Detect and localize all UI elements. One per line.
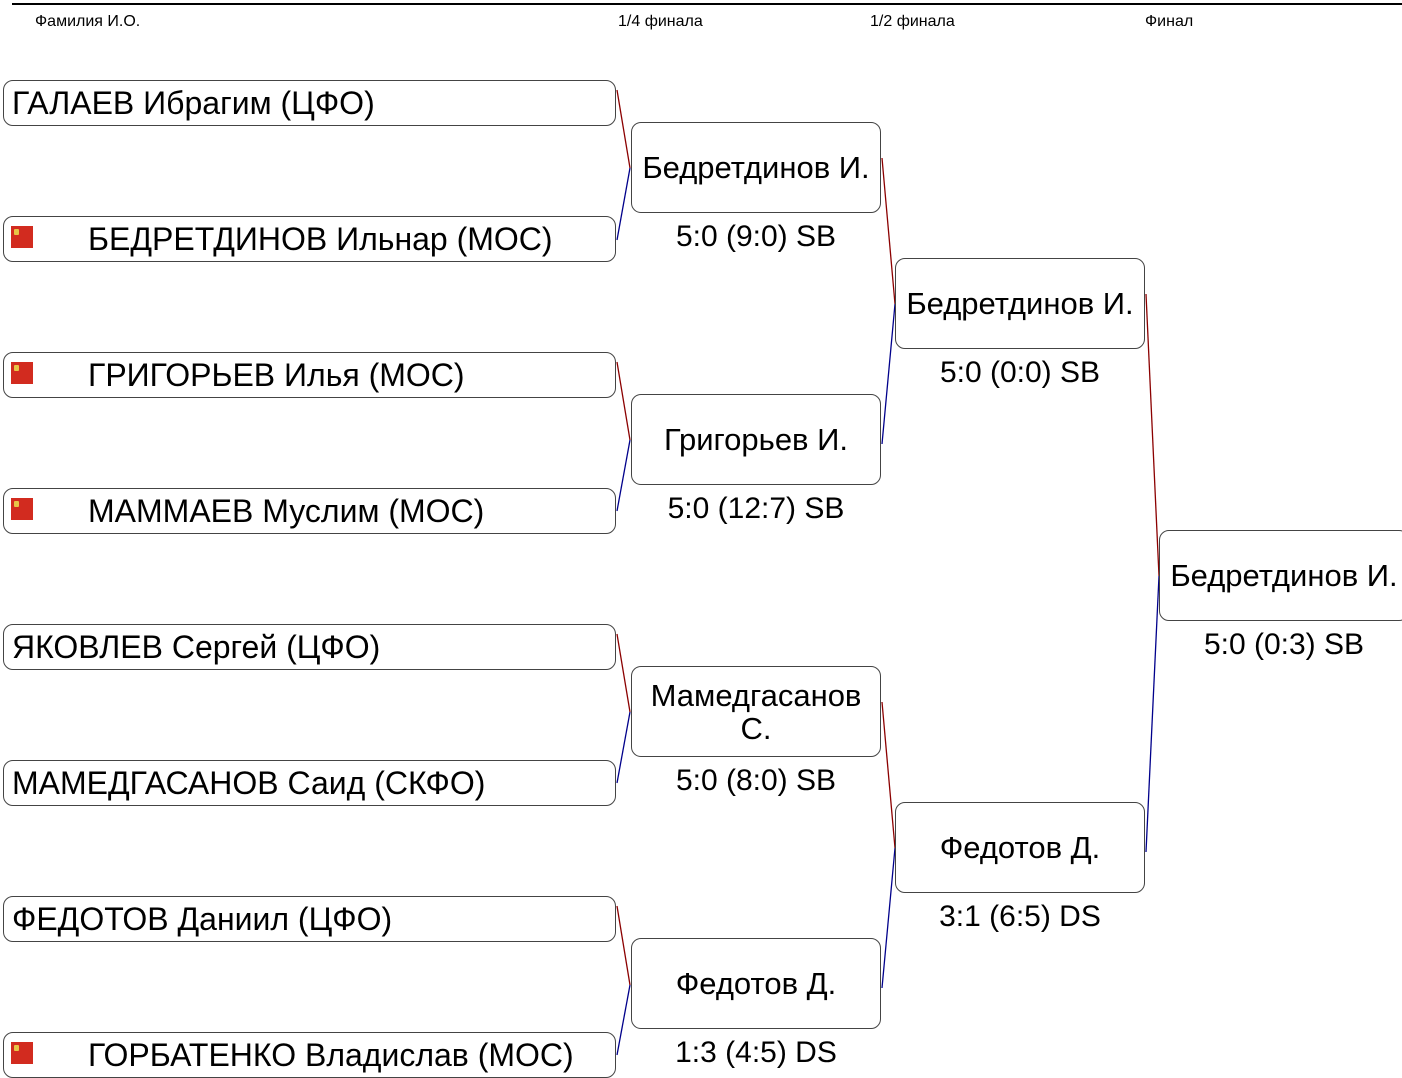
- connector-line: [616, 89, 631, 169]
- connector-line: [616, 167, 631, 241]
- header-rule: [12, 3, 1402, 5]
- competitor-name: ГРИГОРЬЕВ Илья (МОС): [88, 356, 465, 393]
- final-score: 5:0 (0:3) SB: [1203, 628, 1365, 661]
- quarterfinal-score-1: 5:0 (9:0) SB: [675, 220, 837, 253]
- competitor-name: ГОРБАТЕНКО Владислав (МОС): [88, 1036, 574, 1073]
- header-name: Фамилия И.О.: [35, 13, 141, 30]
- header-semifinal: 1/2 финала: [870, 13, 955, 30]
- competitor-1: ГАЛАЕВ Ибрагим (ЦФО): [3, 80, 616, 126]
- moscow-region-flag-icon: [11, 362, 33, 384]
- connector-line: [616, 984, 631, 1056]
- quarterfinal-winner-3: Мамедгасанов С.: [631, 666, 881, 757]
- connector-line: [881, 701, 896, 849]
- competitor-name: БЕДРЕТДИНОВ Ильнар (МОС): [88, 220, 553, 257]
- connector-line: [616, 361, 631, 441]
- quarterfinal-score-4: 1:3 (4:5) DS: [675, 1036, 837, 1069]
- connector-line: [616, 439, 631, 512]
- moscow-region-flag-icon: [11, 1042, 33, 1064]
- competitor-name: ФЕДОТОВ Даниил (ЦФО): [12, 900, 393, 937]
- quarterfinal-winner-2: Григорьев И.: [631, 394, 881, 485]
- connector-line: [881, 157, 896, 305]
- competitor-name: МАМЕДГАСАНОВ Саид (СКФО): [12, 764, 486, 801]
- competitor-4: МАММАЕВ Муслим (МОС): [3, 488, 616, 534]
- competitor-3: ГРИГОРЬЕВ Илья (МОС): [3, 352, 616, 398]
- quarterfinal-score-3: 5:0 (8:0) SB: [675, 764, 837, 797]
- quarterfinal-winner-4: Федотов Д.: [631, 938, 881, 1029]
- moscow-region-flag-icon: [11, 498, 33, 520]
- final-winner: Бедретдинов И.: [1159, 530, 1402, 621]
- connector-line: [881, 303, 896, 445]
- header-quarterfinal: 1/4 финала: [618, 13, 703, 30]
- semifinal-score-2: 3:1 (6:5) DS: [939, 900, 1101, 933]
- competitor-7: ФЕДОТОВ Даниил (ЦФО): [3, 896, 616, 942]
- connector-line: [1145, 293, 1160, 577]
- header-final: Финал: [1145, 13, 1194, 30]
- competitor-8: ГОРБАТЕНКО Владислав (МОС): [3, 1032, 616, 1078]
- connector-line: [616, 711, 631, 784]
- quarterfinal-winner-1: Бедретдинов И.: [631, 122, 881, 213]
- competitor-name: ЯКОВЛЕВ Сергей (ЦФО): [12, 628, 381, 665]
- quarterfinal-score-2: 5:0 (12:7) SB: [667, 492, 845, 525]
- connector-line: [1145, 575, 1160, 853]
- competitor-2: БЕДРЕТДИНОВ Ильнар (МОС): [3, 216, 616, 262]
- competitor-name: МАММАЕВ Муслим (МОС): [88, 492, 485, 529]
- connector-line: [881, 847, 896, 989]
- moscow-region-flag-icon: [11, 226, 33, 248]
- connector-line: [616, 633, 631, 713]
- competitor-5: ЯКОВЛЕВ Сергей (ЦФО): [3, 624, 616, 670]
- connector-line: [616, 905, 631, 986]
- semifinal-winner-1: Бедретдинов И.: [895, 258, 1145, 349]
- competitor-6: МАМЕДГАСАНОВ Саид (СКФО): [3, 760, 616, 806]
- semifinal-winner-2: Федотов Д.: [895, 802, 1145, 893]
- competitor-name: ГАЛАЕВ Ибрагим (ЦФО): [12, 84, 375, 121]
- semifinal-score-1: 5:0 (0:0) SB: [939, 356, 1101, 389]
